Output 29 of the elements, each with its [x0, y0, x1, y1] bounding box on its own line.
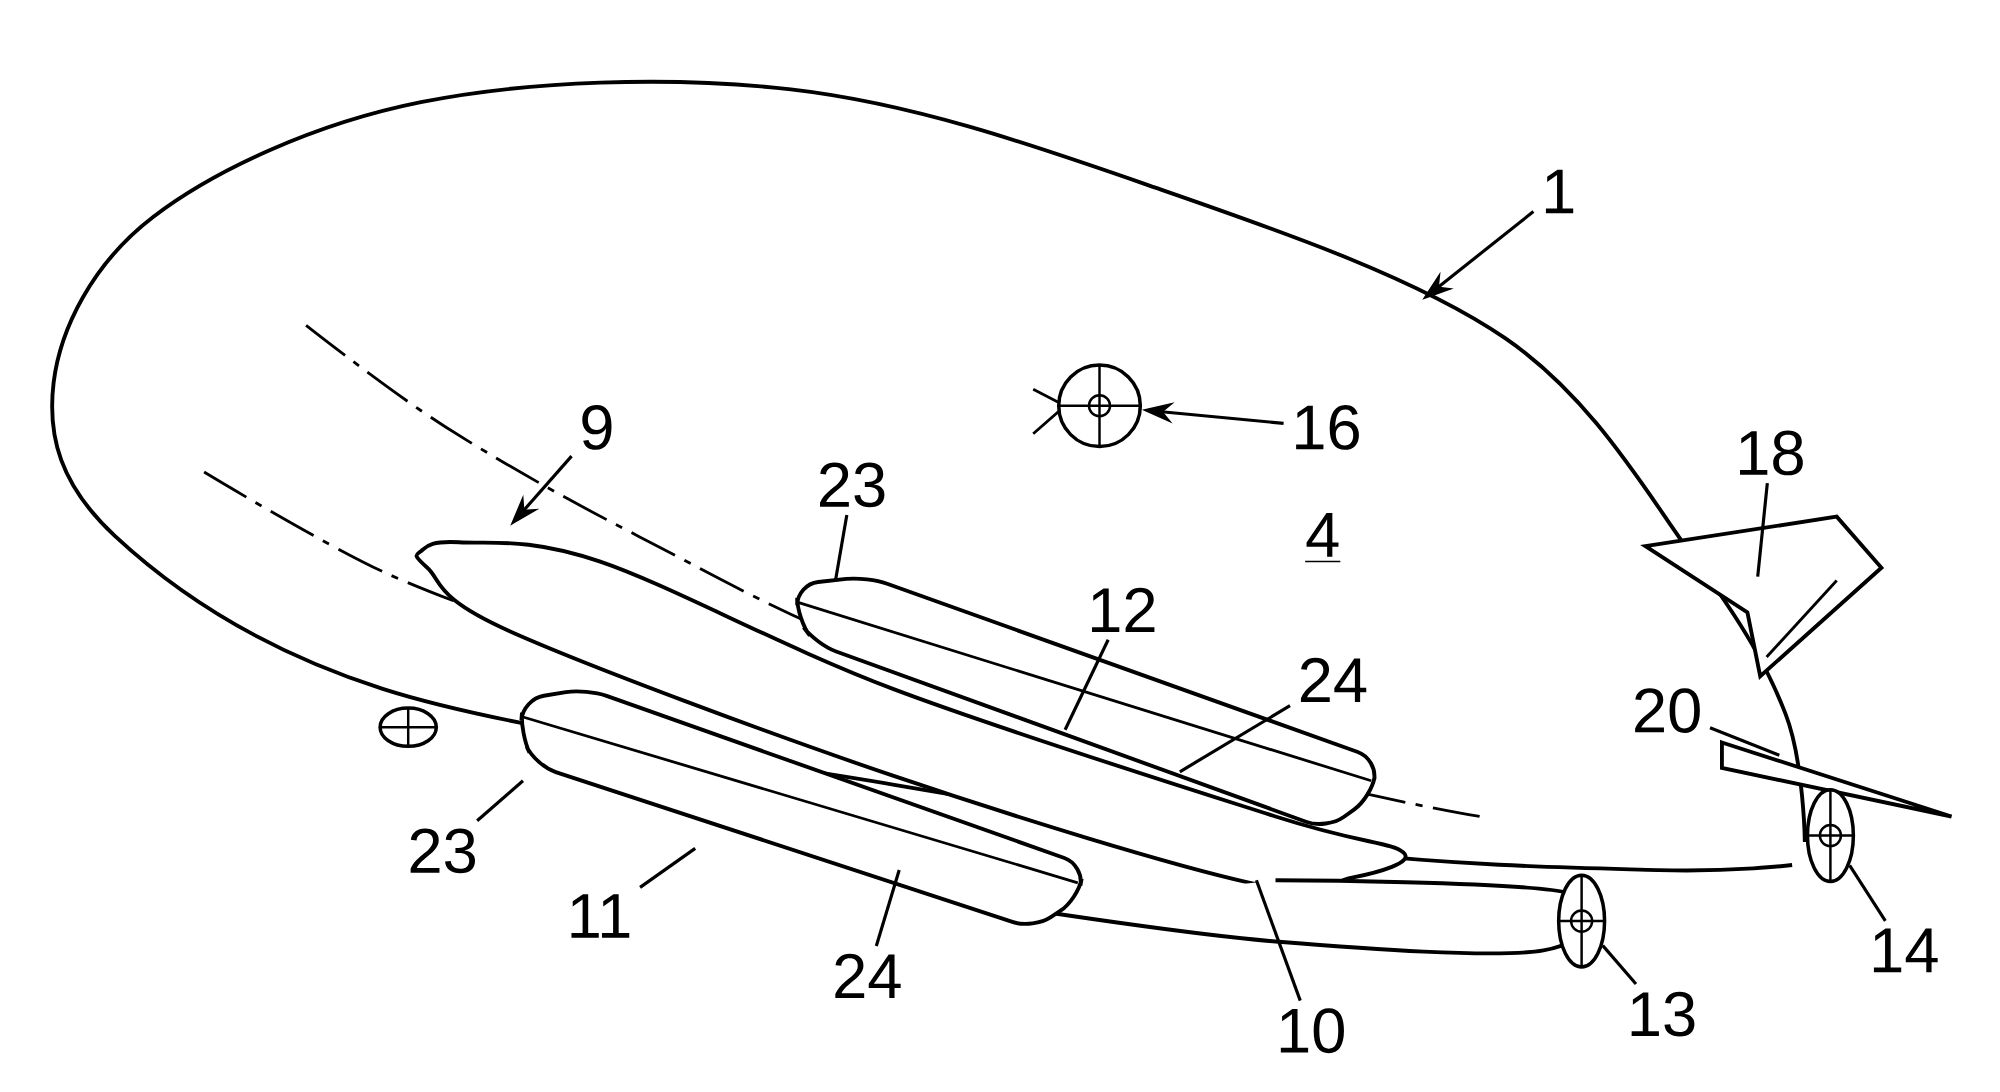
- propeller-drawing: [1556, 873, 1607, 969]
- part-number: 9: [582, 405, 612, 450]
- leader-line: [1601, 944, 1638, 986]
- leader-line: [1709, 726, 1780, 757]
- leader-line: [833, 514, 849, 581]
- leader-line: [1254, 879, 1302, 1002]
- leader-line: [476, 779, 525, 822]
- part-number: 12: [1092, 587, 1155, 632]
- part-number: 10: [1280, 1008, 1344, 1054]
- propeller-drawing: [1056, 363, 1143, 449]
- part-number: 23: [410, 828, 475, 874]
- part-number: 1: [1545, 169, 1574, 214]
- part-number: 14: [1873, 928, 1938, 973]
- part-number: 20: [1635, 688, 1700, 733]
- leader-line: [1179, 704, 1291, 774]
- leader-line: [1063, 639, 1110, 731]
- propeller-drawing: [1805, 787, 1856, 884]
- leader-line: [1756, 482, 1769, 577]
- leader-line: [874, 869, 901, 947]
- part-number: 18: [1740, 430, 1803, 476]
- part-number: 11: [571, 894, 630, 938]
- part-number: 16: [1296, 405, 1359, 450]
- part-number: 23: [820, 462, 885, 508]
- part-number: 24: [835, 953, 901, 998]
- leader-line: [639, 847, 697, 889]
- part-number: 4: [1304, 513, 1341, 563]
- part-number: 13: [1631, 991, 1695, 1037]
- leader-line: [1848, 864, 1887, 922]
- part-number: 24: [1300, 657, 1367, 703]
